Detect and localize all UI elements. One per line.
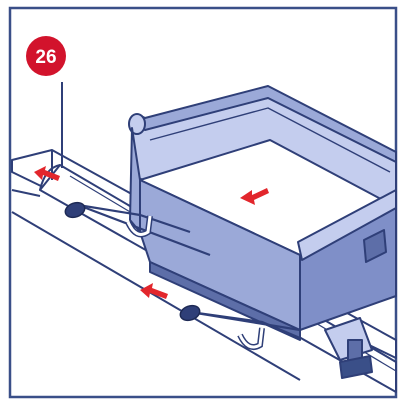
arrow-left-icon [34,166,269,299]
bassinet [128,85,397,379]
step-badge-icon: 26 [26,36,66,76]
step-number: 26 [35,47,56,68]
straps [77,203,301,350]
strap-clip-icon [64,201,201,322]
